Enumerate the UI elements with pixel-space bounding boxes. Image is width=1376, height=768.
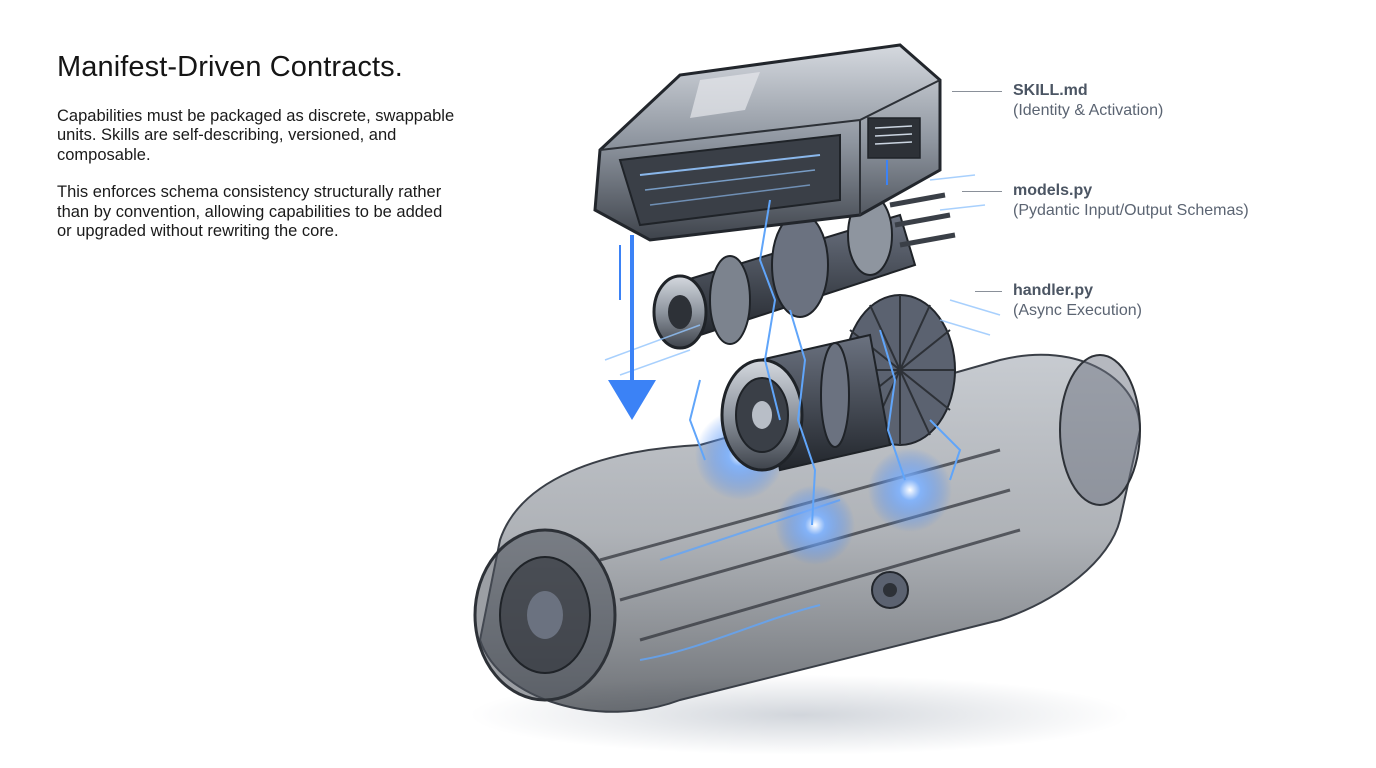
callout-description: (Pydantic Input/Output Schemas): [1013, 201, 1249, 219]
handler-py-leader-line: [975, 291, 1002, 292]
body-paragraph-1: Capabilities must be packaged as discret…: [57, 106, 455, 164]
text-panel: Manifest-Driven Contracts. Capabilities …: [57, 50, 457, 260]
callout-description: (Identity & Activation): [1013, 101, 1164, 119]
models-py-leader-line: [962, 191, 1002, 192]
body-paragraph-2: This enforces schema consistency structu…: [57, 183, 443, 241]
skill-md-leader-line: [952, 91, 1002, 92]
callout-models-py: models.py (Pydantic Input/Output Schemas…: [1013, 181, 1249, 220]
energy-glow: [775, 485, 855, 565]
callout-file-name: models.py: [1013, 182, 1093, 199]
handler-module: [720, 333, 892, 472]
energy-bolts: [688, 199, 962, 526]
exploded-module-illustration: [470, 43, 1142, 755]
slide-title: Manifest-Driven Contracts.: [57, 51, 403, 83]
callout-handler-py: handler.py (Async Execution): [1013, 281, 1142, 320]
skill-cartridge: [593, 43, 942, 242]
callout-file-name: handler.py: [1013, 282, 1094, 299]
models-module: [652, 192, 956, 350]
energy-glow: [868, 448, 952, 532]
callout-file-name: SKILL.md: [1013, 82, 1088, 99]
callout-description: (Async Execution): [1013, 301, 1142, 319]
callout-skill-md: SKILL.md (Identity & Activation): [1013, 81, 1163, 120]
